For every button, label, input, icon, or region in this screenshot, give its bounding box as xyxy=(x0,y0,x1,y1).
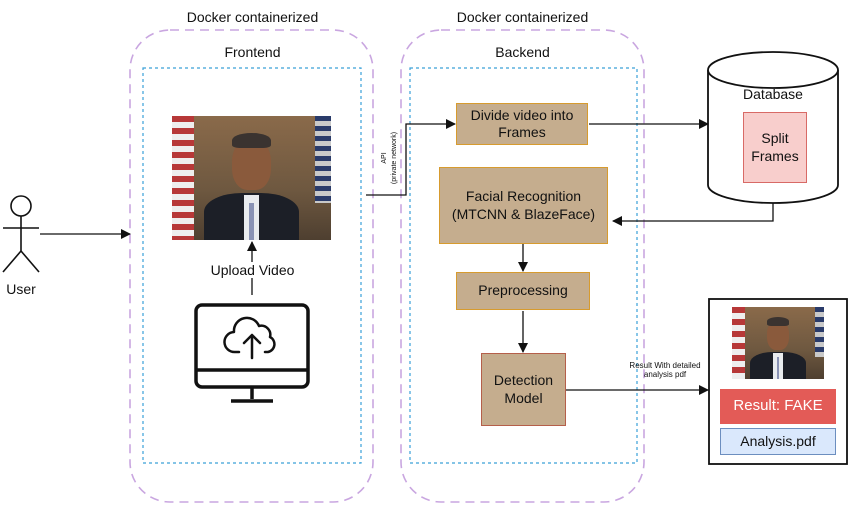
database-title: Database xyxy=(743,86,803,102)
video-frame-thumbnail xyxy=(172,116,331,240)
result-video-thumbnail xyxy=(732,307,824,379)
backend-title: Backend xyxy=(495,44,550,60)
cloud-upload-icon xyxy=(223,316,276,360)
result-verdict-badge: Result: FAKE xyxy=(720,389,836,424)
backend-docker-container xyxy=(400,29,645,503)
analysis-pdf-file[interactable]: Analysis.pdf xyxy=(720,428,836,455)
result-link-label: Result With detailed analysis pdf xyxy=(618,361,712,379)
split-frames-store: Split Frames xyxy=(743,112,807,183)
split-frames-line1: Split xyxy=(761,130,789,146)
result-link-line1: Result With detailed xyxy=(629,361,701,370)
detection-model-step: Detection Model xyxy=(481,353,566,426)
edge-frontend-to-backend-api xyxy=(366,119,456,196)
divide-frames-label: Divide video into Frames xyxy=(470,106,574,141)
user-actor-icon xyxy=(2,195,40,273)
frontend-service-box xyxy=(142,67,362,464)
frontend-container-label: Docker containerized xyxy=(186,9,319,25)
frontend-title: Frontend xyxy=(224,44,281,60)
divide-frames-step: Divide video into Frames xyxy=(456,103,588,145)
detection-model-line2: Model xyxy=(504,389,543,406)
facial-recognition-line2: (MTCNN & BlazeFace) xyxy=(451,205,596,222)
backend-service-box xyxy=(409,67,638,464)
upload-video-label: Upload Video xyxy=(195,262,310,278)
user-label: User xyxy=(6,281,36,297)
facial-recognition-line1: Facial Recognition xyxy=(465,188,582,204)
detection-model-line1: Detection xyxy=(493,372,554,388)
facial-recognition-step: Facial Recognition (MTCNN & BlazeFace) xyxy=(439,167,608,244)
backend-container-label: Docker containerized xyxy=(456,9,589,25)
api-label: API (private network) xyxy=(381,132,398,184)
api-label-line1: API xyxy=(381,152,388,163)
edge-database-to-facial xyxy=(612,203,774,226)
preprocessing-label: Preprocessing xyxy=(478,282,568,299)
split-frames-line2: Frames xyxy=(751,147,799,164)
api-label-line2: (private network) xyxy=(391,132,398,184)
preprocessing-step: Preprocessing xyxy=(456,272,590,310)
result-link-line2: analysis pdf xyxy=(643,370,687,380)
frontend-docker-container xyxy=(129,29,374,503)
monitor-icon xyxy=(194,303,310,403)
